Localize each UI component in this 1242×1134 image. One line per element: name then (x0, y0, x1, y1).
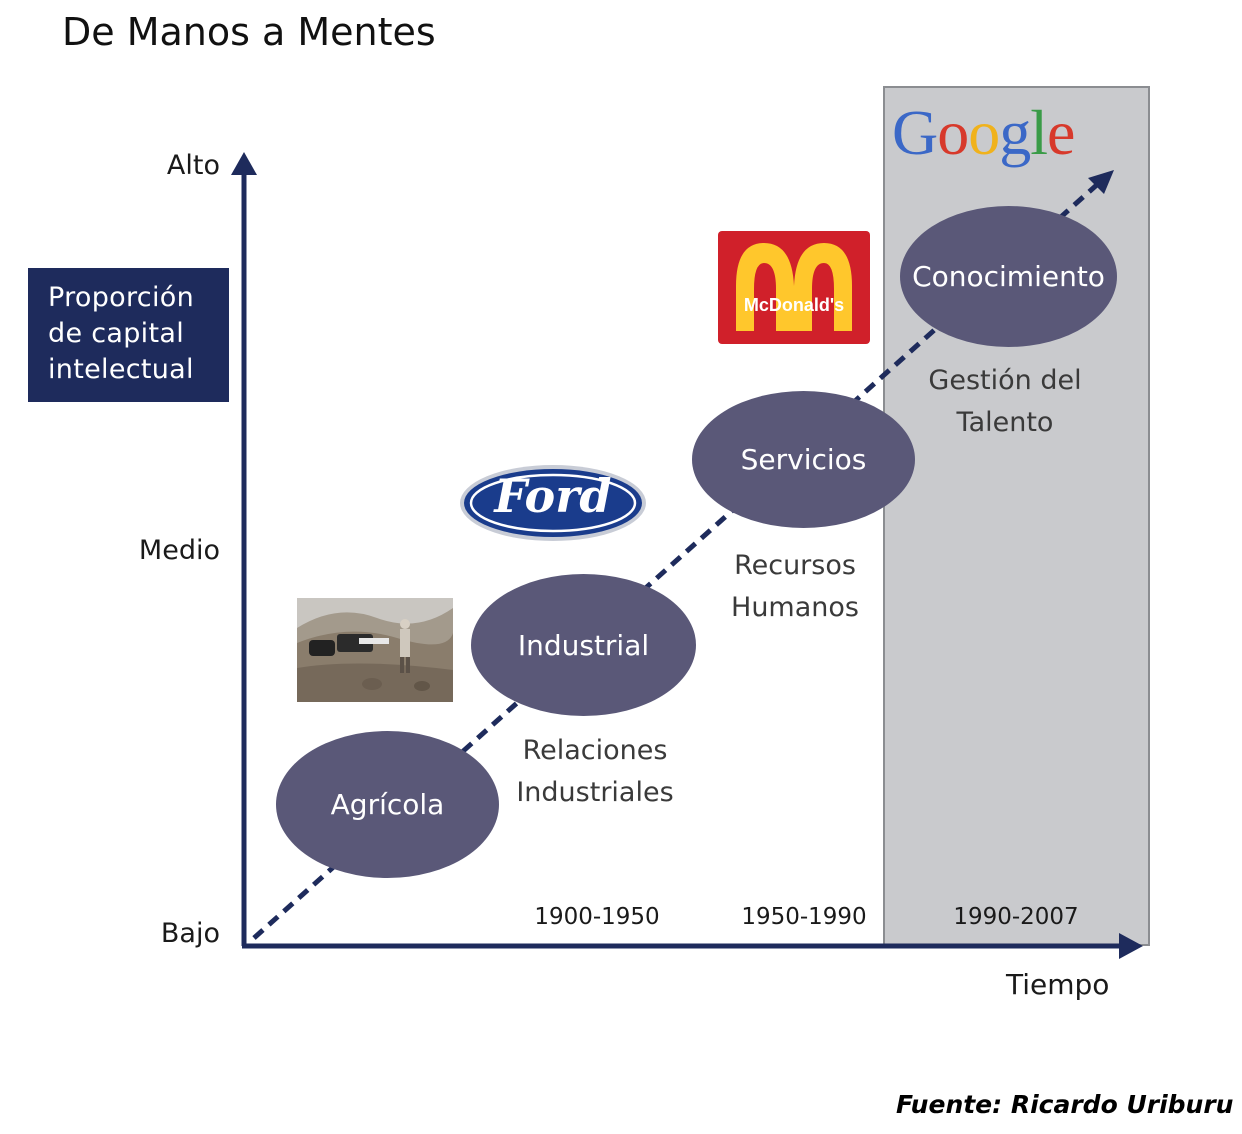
y-level-medio: Medio (138, 535, 220, 566)
period-conocimiento: 1990-2007 (953, 904, 1079, 930)
google-letter: l (1030, 97, 1048, 168)
y-axis-label-line: de capital (48, 318, 184, 349)
stage-caption-servicios: Recursos Humanos (710, 545, 880, 629)
caption-line: Industriales (516, 777, 674, 808)
trend-arrow (1088, 170, 1114, 194)
x-axis-arrow (1119, 933, 1143, 959)
stage-ellipse-conocimiento: Conocimiento (900, 206, 1117, 347)
caption-line: Humanos (731, 592, 859, 623)
google-letter: g (999, 97, 1031, 168)
y-axis-label-box: Proporción de capital intelectual (28, 268, 229, 402)
caption-line: Talento (956, 407, 1054, 438)
google-letter: e (1047, 97, 1075, 168)
y-axis-label-line: intelectual (48, 354, 194, 385)
caption-line: Gestión del (928, 365, 1082, 396)
google-letter: o (968, 97, 1000, 168)
stage-ellipse-industrial: Industrial (471, 574, 696, 716)
google-letter: G (892, 97, 938, 168)
google-letter: o (937, 97, 969, 168)
stage-ellipse-agricola: Agrícola (276, 731, 499, 878)
caption-line: Relaciones (522, 735, 668, 766)
y-level-alto: Alto (166, 150, 220, 181)
source-credit: Fuente: Ricardo Uriburu (896, 1090, 1234, 1119)
agriculture-photo (297, 598, 453, 702)
ford-logo-text: Ford (494, 469, 612, 523)
period-servicios: 1950-1990 (741, 904, 867, 930)
stage-caption-conocimiento: Gestión del Talento (910, 360, 1100, 444)
y-axis-label-line: Proporción (48, 282, 194, 313)
y-level-bajo: Bajo (160, 918, 220, 949)
y-axis-arrow (231, 152, 257, 175)
stage-caption-industrial: Relaciones Industriales (500, 730, 690, 814)
ford-logo: Ford (458, 463, 648, 543)
page-title: De Manos a Mentes (62, 10, 436, 54)
mcdonalds-logo-text: McDonald's (743, 295, 845, 315)
stage-ellipse-servicios: Servicios (692, 391, 915, 528)
google-logo: Google (892, 96, 1075, 170)
mcdonalds-logo: McDonald's (718, 231, 870, 344)
period-industrial: 1900-1950 (534, 904, 660, 930)
caption-line: Recursos (734, 550, 856, 581)
x-axis-label: Tiempo (1006, 968, 1110, 1001)
